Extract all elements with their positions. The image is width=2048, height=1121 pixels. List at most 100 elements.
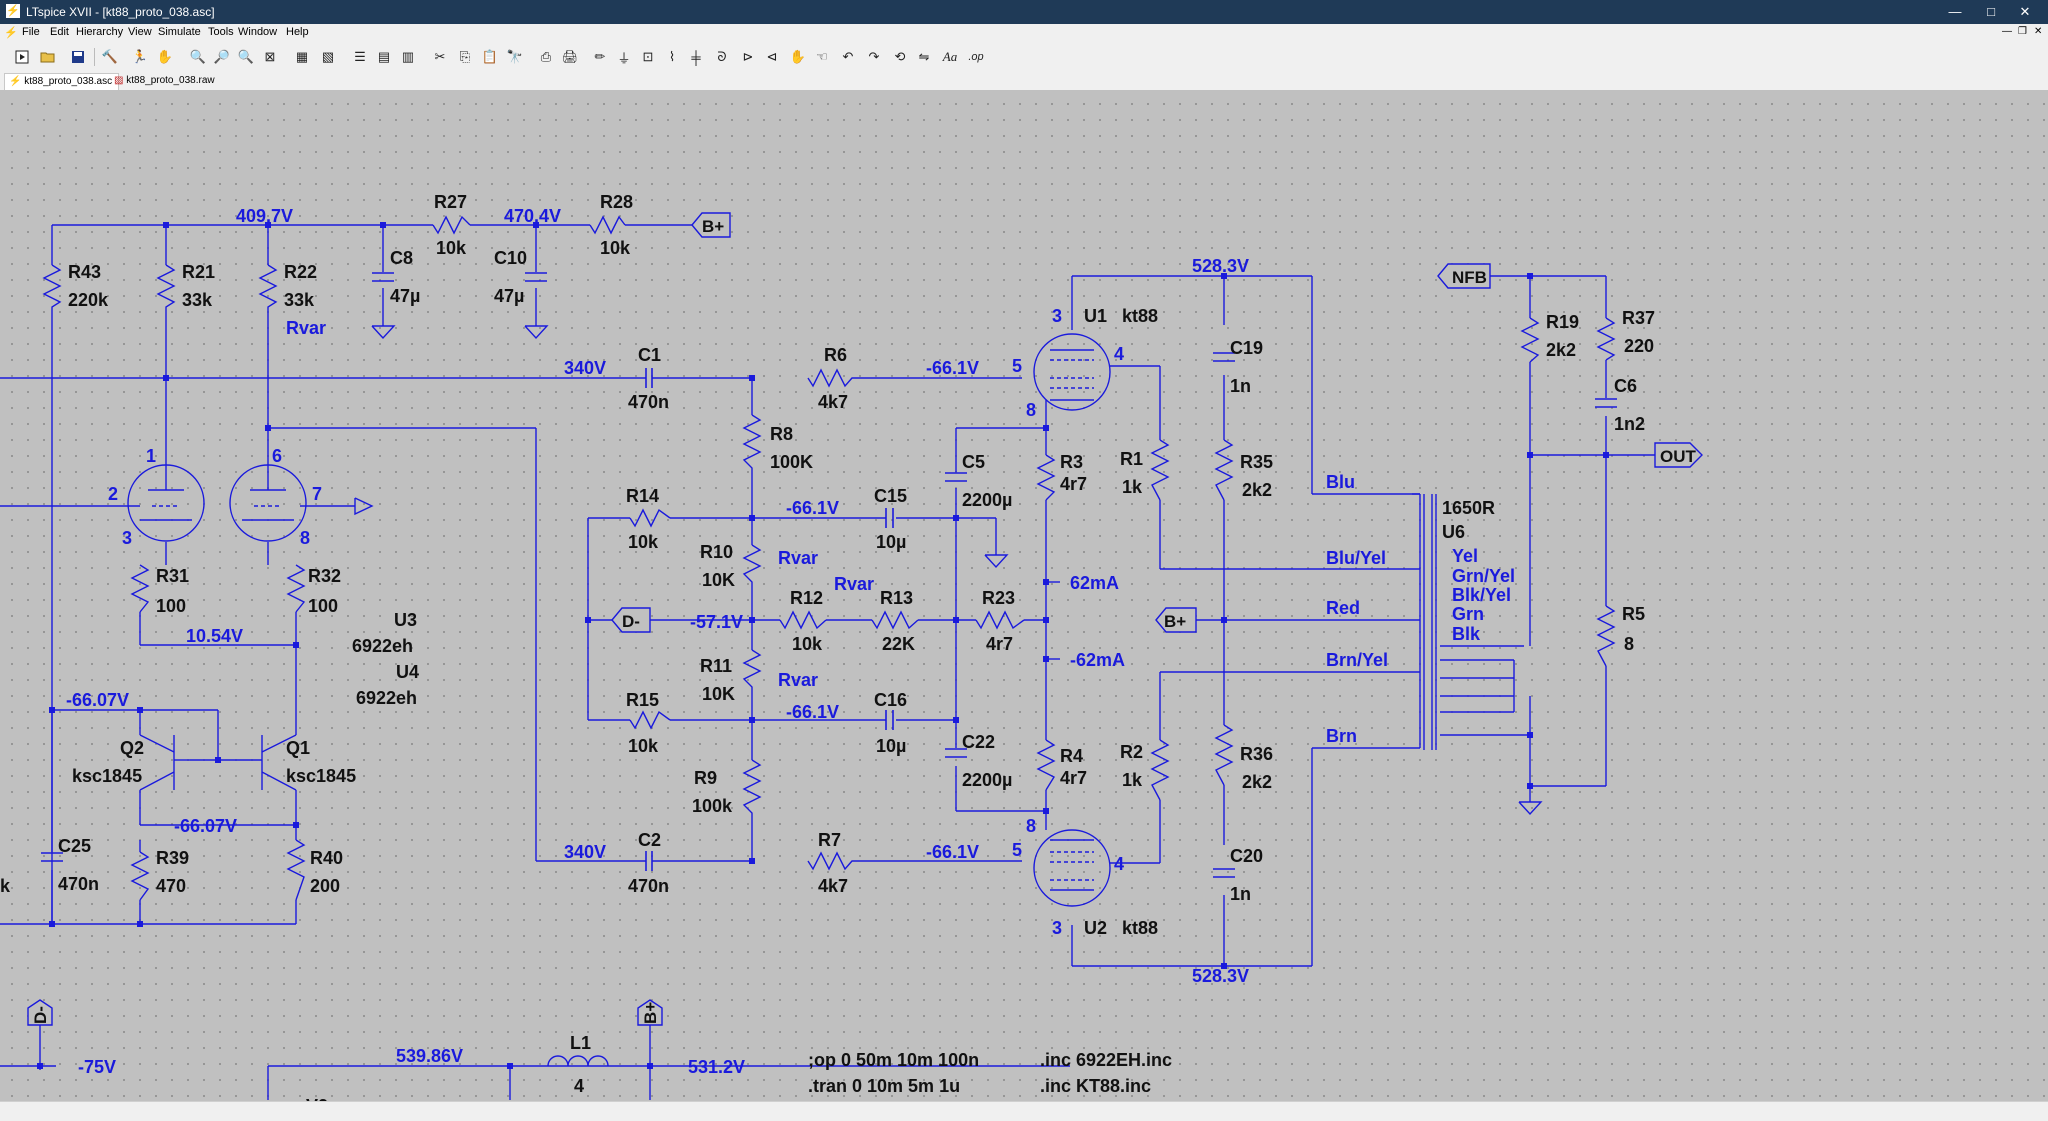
triodes [127,460,374,542]
find-icon[interactable]: 🔭 [506,49,524,64]
maximize-button[interactable]: □ [1987,4,1995,19]
spice-directive-icon[interactable]: .op [968,51,984,63]
minimize-button[interactable]: — [1948,4,1962,19]
c20-ref: C20 [1230,846,1263,866]
dminus-label-bottom: D- [31,1006,50,1024]
rvar-label-2: Rvar [778,548,818,568]
ground-icon[interactable]: ⏚ [617,50,631,66]
drag-icon[interactable]: ☜ [816,49,828,64]
menu-window[interactable]: Window [238,26,278,38]
out-label: OUT [1660,447,1697,466]
tile-horizontal-icon[interactable]: ☰ [354,49,366,64]
toolbar: 🔨 🏃 ✋ 🔍 🔎 🔍 ⊠ ▦ ▧ ☰ ▤ ▥ ✂ ⎘ 📋 🔭 ⎙ 🖨 ✏ ⏚ … [0,42,2048,73]
menu-help[interactable]: Help [286,26,309,38]
capacitor-icon[interactable]: ╪ [691,49,701,65]
document-menu-icon[interactable]: ⚡ [4,27,18,39]
save-icon[interactable] [68,47,88,67]
c19-ref: C19 [1230,338,1263,358]
pan-icon[interactable]: 🔎 [213,49,231,64]
text-icon[interactable]: Aa [942,49,958,64]
tap-brn-yel: Brn/Yel [1326,650,1388,670]
u2-pin5: 5 [1012,840,1022,860]
wires [0,224,1655,1100]
r43-ref: R43 [68,262,101,282]
control-panel-icon[interactable]: 🔨 [101,49,119,64]
r15-ref: R15 [626,690,659,710]
u1-pin5: 5 [1012,356,1022,376]
c15-value: 10µ [876,532,906,552]
tab-waveform[interactable]: ▨ kt88_proto_038.raw [110,73,221,89]
menu-edit[interactable]: Edit [50,26,69,38]
ltspice-app-icon[interactable]: ⚡ [6,4,20,18]
r8-value: 100K [770,452,813,472]
node-voltage-neg: -75V [78,1057,116,1077]
menu-hierarchy[interactable]: Hierarchy [76,26,124,38]
c15-ref: C15 [874,486,907,506]
r31-ref: R31 [156,566,189,586]
schematic-canvas[interactable]: R43 220k R21 33k R22 33k C8 47µ R27 10k … [0,91,2048,1101]
tube-pin1: 1 [146,446,156,466]
print-icon[interactable]: 🖨 [561,49,579,64]
new-schematic-icon[interactable] [12,47,32,67]
cut-wires-icon[interactable]: ▧ [321,49,335,64]
component-icon[interactable]: ⊲ [766,49,778,64]
cut-icon[interactable]: ✂ [434,49,446,64]
l1-value: 4 [574,1076,584,1096]
r31-value: 100 [156,596,186,616]
inductor-icon[interactable]: ᘐ [717,49,727,64]
wire-icon[interactable]: ✏ [594,49,606,64]
close-button[interactable]: ✕ [2019,4,2031,19]
undo-icon[interactable]: ↶ [842,49,854,64]
ground-symbols [371,325,1543,816]
copy-icon[interactable]: ⎘ [459,49,471,64]
node-voltage-470: 470.4V [504,206,561,226]
c2-value: 470n [628,876,669,896]
paste-icon[interactable]: 📋 [481,49,499,64]
r6-value: 4k7 [818,392,848,412]
diode-icon[interactable]: ⊳ [742,49,754,64]
zoom-in-icon[interactable]: 🔍 [189,49,207,64]
zoom-fit-icon[interactable]: ⊠ [264,49,276,64]
r40-value: 200 [310,876,340,896]
capacitors [41,272,1617,878]
u2-model: kt88 [1122,918,1158,938]
mdi-close-button[interactable]: ✕ [2034,26,2043,37]
mdi-restore-button[interactable]: ❐ [2018,26,2027,37]
menu-file[interactable]: File [22,26,40,38]
node-annotations: 409.7V 470.4V 340V 340V -66.1V -66.1V -6… [66,206,1515,1077]
print-setup-icon[interactable]: ⎙ [540,49,552,64]
r3-ref: R3 [1060,452,1083,472]
run-icon[interactable]: 🏃 [131,49,149,64]
cascade-icon[interactable]: ▥ [401,49,415,64]
open-icon[interactable] [38,47,58,67]
sec-tap-blk-yel: Blk/Yel [1452,585,1511,605]
sec-tap-yel: Yel [1452,546,1478,566]
autoscale-icon[interactable]: ▦ [295,49,309,64]
tab-schematic[interactable]: ⚡ kt88_proto_038.asc [4,73,120,90]
tube-pin7: 7 [312,484,322,504]
r4-value: 4r7 [1060,768,1087,788]
menu-simulate[interactable]: Simulate [158,26,201,38]
menu-view[interactable]: View [128,26,152,38]
r1-value: 1k [1122,477,1143,497]
menu-tools[interactable]: Tools [208,26,234,38]
mdi-minimize-button[interactable]: — [2002,26,2012,37]
tap-blu-yel: Blu/Yel [1326,548,1386,568]
redo-icon[interactable]: ↷ [868,49,880,64]
zoom-out-icon[interactable]: 🔍 [237,49,255,64]
r35-ref: R35 [1240,452,1273,472]
current-62ma: 62mA [1070,573,1119,593]
r36-value: 2k2 [1242,772,1272,792]
rotate-icon[interactable]: ⟲ [894,49,906,64]
label-icon[interactable]: ⊡ [642,49,654,64]
r13-ref: R13 [880,588,913,608]
halt-icon[interactable]: ✋ [156,49,174,64]
node-voltage-supply2: 531.2V [688,1057,745,1077]
edge-fragment-k: k [0,876,11,896]
tile-vertical-icon[interactable]: ▤ [377,49,391,64]
resistor-icon[interactable]: ⌇ [668,49,676,64]
pentodes [1033,333,1111,907]
r37-value: 220 [1624,336,1654,356]
move-icon[interactable]: ✋ [789,49,807,64]
mirror-icon[interactable]: ⇋ [918,49,930,64]
